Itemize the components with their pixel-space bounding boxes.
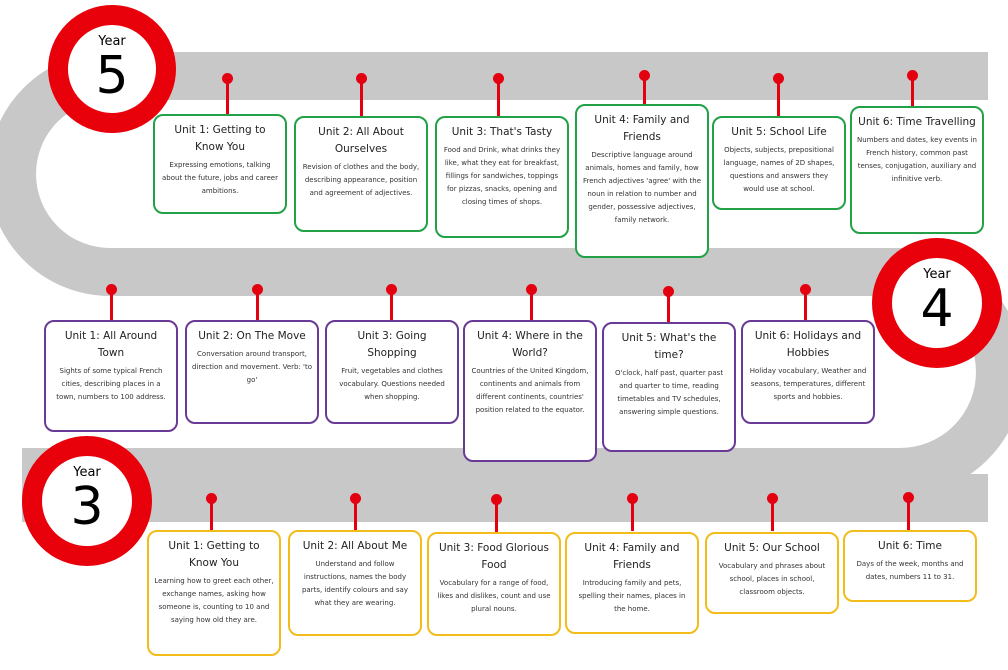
unit-description: Learning how to greet each other, exchan… [154,577,274,624]
year3-unit2-card: Unit 2: All About Me Understand and foll… [288,530,422,636]
year4-unit3-card: Unit 3: Going Shopping Fruit, vegetables… [325,320,459,424]
unit-title: Unit 6: Time [878,540,942,552]
unit-title: Unit 1: Getting to Know You [168,540,260,569]
year4-unit4-pin [530,289,533,321]
year4-unit2-card: Unit 2: On The Move Conversation around … [185,320,319,424]
year3-badge-number: 3 [70,477,104,537]
unit-description: Understand and follow instructions, name… [301,560,408,607]
year5-unit4-card: Unit 4: Family and Friends Descriptive l… [575,104,709,258]
unit-title: Unit 5: What's the time? [621,332,717,361]
year3-unit1-pin [210,498,213,531]
year5-unit2-card: Unit 2: All About Ourselves Revision of … [294,116,428,232]
unit-description: Holiday vocabulary, Weather and seasons,… [749,367,867,401]
unit-title: Unit 2: All About Ourselves [318,126,404,155]
year5-badge-word: Year [98,34,126,49]
year3-unit1-card: Unit 1: Getting to Know You Learning how… [147,530,281,656]
unit-title: Unit 6: Time Travelling [858,116,976,128]
year4-unit2-pin-head [252,284,263,295]
year3-unit5-pin [771,498,774,531]
year4-unit6-card: Unit 6: Holidays and Hobbies Holiday voc… [741,320,875,424]
year5-unit3-pin [497,78,500,117]
year3-unit4-pin [631,498,634,531]
year4-unit4-card: Unit 4: Where in the World? Countries of… [463,320,597,462]
year5-badge-number: 5 [95,46,129,106]
unit-description: Vocabulary and phrases about school, pla… [718,562,826,596]
year4-unit5-card: Unit 5: What's the time? O'clock, half p… [602,322,736,452]
unit-description: Vocabulary for a range of food, likes an… [437,579,551,613]
unit-title: Unit 5: School Life [731,126,827,138]
year5-unit3-pin-head [493,73,504,84]
unit-title: Unit 4: Where in the World? [477,330,583,359]
unit-description: Conversation around transport, direction… [192,350,313,384]
unit-title: Unit 5: Our School [724,542,820,554]
year5-badge: Year 5 [48,5,176,133]
year4-unit6-pin [804,289,807,321]
year3-unit2-pin [354,498,357,531]
year4-unit5-pin-head [663,286,674,297]
unit-title: Unit 4: Family and Friends [584,542,680,571]
year3-unit5-pin-head [767,493,778,504]
unit-title: Unit 4: Family and Friends [594,114,690,143]
year3-badge: Year 3 [22,436,152,566]
year4-unit1-card: Unit 1: All Around Town Sights of some t… [44,320,178,432]
year3-unit3-pin-head [491,494,502,505]
year5-unit6-pin-head [907,70,918,81]
unit-title: Unit 3: Going Shopping [357,330,427,359]
unit-title: Unit 3: Food Glorious Food [438,542,550,571]
year5-unit2-pin [360,78,363,117]
year5-unit1-card: Unit 1: Getting to Know You Expressing e… [153,114,287,214]
year4-badge-word: Year [923,267,951,282]
unit-description: Numbers and dates, key events in French … [857,136,977,183]
year3-unit6-pin [907,497,910,530]
year3-unit5-card: Unit 5: Our School Vocabulary and phrase… [705,532,839,614]
unit-description: Sights of some typical French cities, de… [56,367,166,401]
unit-title: Unit 6: Holidays and Hobbies [754,330,862,359]
year3-unit6-pin-head [903,492,914,503]
year4-unit3-pin-head [386,284,397,295]
unit-title: Unit 2: On The Move [198,330,306,342]
year4-badge-number: 4 [920,279,954,339]
unit-description: Descriptive language around animals, hom… [582,151,702,224]
unit-description: Revision of clothes and the body, descri… [302,163,420,197]
unit-description: Countries of the United Kingdom, contine… [471,367,589,414]
unit-description: Food and Drink, what drinks they like, w… [443,146,561,206]
year3-unit4-pin-head [627,493,638,504]
year5-unit5-card: Unit 5: School Life Objects, subjects, p… [712,116,846,210]
unit-title: Unit 1: Getting to Know You [174,124,266,153]
unit-title: Unit 2: All About Me [302,540,408,552]
unit-description: Objects, subjects, prepositional languag… [723,146,835,193]
year4-unit1-pin-head [106,284,117,295]
year5-unit5-pin [777,78,780,117]
year5-unit1-pin [226,78,229,115]
year3-badge-word: Year [73,465,101,480]
unit-description: Days of the week, months and dates, numb… [856,560,964,581]
unit-description: Introducing family and pets, spelling th… [578,579,686,613]
year5-unit3-card: Unit 3: That's Tasty Food and Drink, wha… [435,116,569,238]
year4-unit6-pin-head [800,284,811,295]
unit-description: Expressing emotions, talking about the f… [162,161,278,195]
unit-title: Unit 3: That's Tasty [451,126,553,138]
year5-unit4-pin [643,75,646,105]
year3-unit4-card: Unit 4: Family and Friends Introducing f… [565,532,699,634]
year5-unit4-pin-head [639,70,650,81]
unit-title: Unit 1: All Around Town [64,330,158,359]
year4-unit2-pin [256,289,259,321]
year4-unit5-pin [667,291,670,323]
year3-unit3-card: Unit 3: Food Glorious Food Vocabulary fo… [427,532,561,636]
year4-unit3-pin [390,289,393,321]
year3-unit3-pin [495,499,498,532]
year5-unit2-pin-head [356,73,367,84]
year3-unit2-pin-head [350,493,361,504]
unit-description: O'clock, half past, quarter past and qua… [614,369,724,416]
year5-unit6-card: Unit 6: Time Travelling Numbers and date… [850,106,984,234]
year4-unit1-pin [110,289,113,321]
year3-unit6-card: Unit 6: Time Days of the week, months an… [843,530,977,602]
year4-unit4-pin-head [526,284,537,295]
year5-unit5-pin-head [773,73,784,84]
year4-badge: Year 4 [872,238,1002,368]
unit-description: Fruit, vegetables and clothes vocabulary… [339,367,445,401]
year3-unit1-pin-head [206,493,217,504]
year5-unit1-pin-head [222,73,233,84]
year5-unit6-pin [911,75,914,107]
